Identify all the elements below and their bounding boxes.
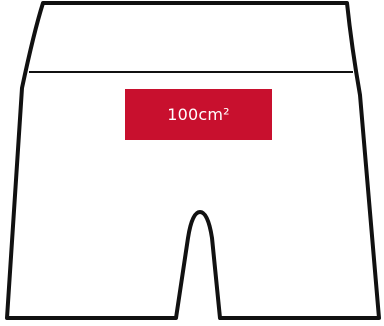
print-area-size-label: 100cm² xyxy=(167,105,230,124)
print-area-badge: 100cm² xyxy=(125,89,272,140)
shorts-outline-icon xyxy=(7,3,379,318)
